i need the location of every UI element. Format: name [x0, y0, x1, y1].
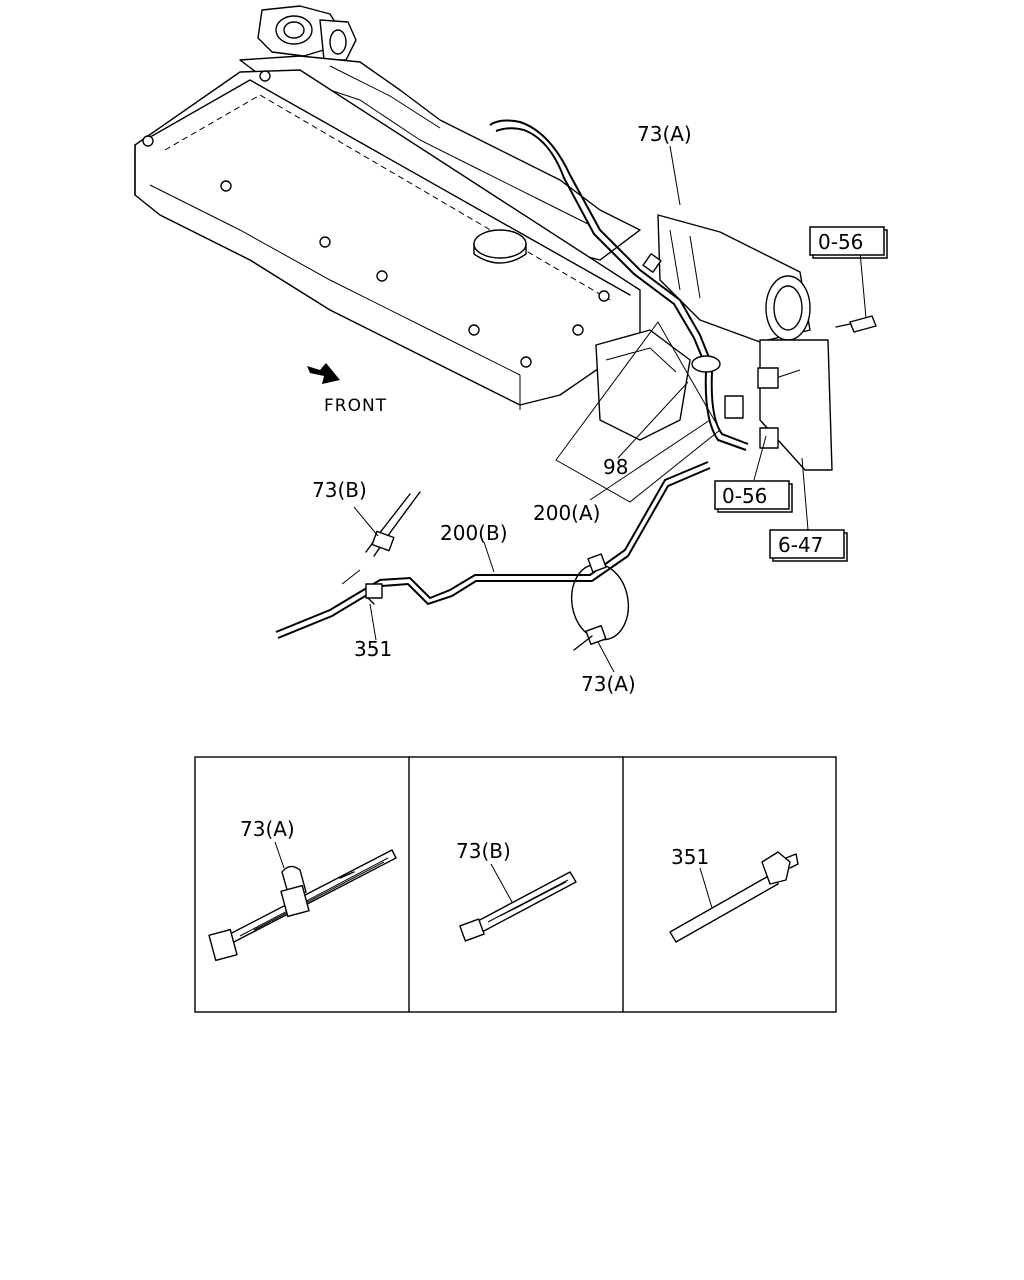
label-73b: 73(B)	[312, 478, 367, 502]
label-200b: 200(B)	[440, 521, 508, 545]
label-351: 351	[354, 637, 392, 661]
front-arrow-icon	[307, 363, 340, 384]
label-73a-bottom: 73(A)	[581, 672, 636, 696]
label-200a: 200(A)	[533, 501, 600, 525]
svg-text:0-56: 0-56	[818, 230, 863, 254]
svg-text:6-47: 6-47	[778, 533, 823, 557]
detail-label-73b: 73(B)	[456, 839, 511, 863]
front-label: FRONT	[324, 396, 387, 416]
label-98: 98	[603, 455, 628, 479]
label-73a-top: 73(A)	[637, 122, 692, 146]
engine-assembly-illustration	[134, 5, 877, 651]
leader-lines	[353, 145, 867, 673]
detail-73b-tie: 73(B)	[456, 839, 577, 942]
detail-label-351: 351	[671, 845, 709, 869]
ref-box-0-56-lower[interactable]: 0-56	[714, 480, 793, 513]
ref-box-6-47[interactable]: 6-47	[769, 529, 848, 562]
detail-73a-clamp: 73(A)	[208, 817, 397, 962]
detail-351-clip: 351	[669, 845, 799, 943]
detail-label-73a: 73(A)	[240, 817, 295, 841]
ref-box-0-56-upper[interactable]: 0-56	[809, 226, 888, 259]
svg-text:0-56: 0-56	[722, 484, 767, 508]
